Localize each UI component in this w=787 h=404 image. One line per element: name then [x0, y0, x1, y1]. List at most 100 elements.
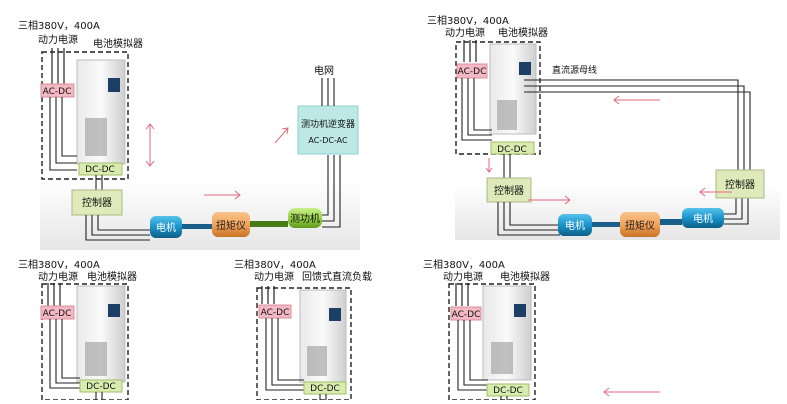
controller-block: [486, 177, 532, 203]
energy-arrow-down: [485, 158, 493, 173]
dc-dc-block: [78, 162, 123, 176]
ac-dc-block: [456, 63, 488, 79]
cabinet-dashed-box: [455, 41, 541, 155]
panel-4-regen-load: 三相380V，400A 动力电源 回馈式直流负载 AC-DC DC-DC: [234, 258, 372, 401]
supply-label: 三相380V，400A: [427, 14, 509, 27]
bus-wires: [49, 97, 77, 171]
bus-wires: [461, 78, 492, 141]
panel-2-dc-bus-loop: 三相380V，400A 动力电源 电池模拟器 AC-DC DC-DC 直流源母线…: [427, 14, 780, 240]
panel-3-battery-simulator: 三相380V，400A 动力电源 电池模拟器 AC-DC DC-DC: [18, 258, 137, 401]
regen-load-label: 回馈式直流负载: [302, 270, 372, 283]
energy-arrow: [204, 190, 241, 200]
dc-dc-text: DC-DC: [497, 145, 527, 155]
energy-arrow-back: [613, 95, 660, 105]
power-label: 动力电源: [445, 26, 485, 39]
energy-arrow-to-inverter: [274, 127, 289, 144]
dyno-inverter-text: 测功机逆变器: [301, 118, 355, 130]
power-label: 动力电源: [38, 33, 78, 46]
supply-label: 三相380V，400A: [18, 258, 100, 271]
power-wires: [261, 286, 275, 304]
power-wires: [463, 40, 477, 62]
ac-dc-block: [40, 305, 75, 320]
dc-dc-block: [490, 141, 535, 155]
dc-wires: [500, 396, 508, 400]
cabinet-vent: [85, 342, 107, 376]
power-label: 动力电源: [443, 270, 483, 283]
dyno-inverter-block: [297, 105, 359, 155]
torque-meter-block: [620, 212, 660, 237]
bus-wires: [265, 318, 304, 391]
dc-dc-block: [486, 383, 530, 397]
controller-text: 控制器: [494, 184, 524, 197]
cabinet-screen: [108, 304, 120, 317]
ac-dc-block: [450, 306, 482, 321]
shaft: [660, 219, 682, 225]
grid-wires: [321, 78, 335, 106]
power-label: 动力电源: [38, 270, 78, 283]
shaft: [592, 222, 620, 227]
supply-label: 三相380V，400A: [234, 258, 316, 271]
controller-2-text: 控制器: [725, 178, 755, 191]
controller-text: 控制器: [82, 196, 112, 209]
motor-block: [150, 216, 182, 238]
power-wires: [47, 283, 61, 306]
dc-dc-block: [303, 381, 347, 395]
battery-sim-label: 电池模拟器: [87, 270, 137, 283]
bus-wires: [49, 319, 80, 389]
cabinet-vent: [491, 342, 513, 374]
motor-text: 电机: [156, 221, 176, 234]
motor-wires: [497, 202, 560, 236]
torque-meter-text: 扭矩仪: [625, 219, 655, 232]
controller-2-block: [715, 169, 765, 199]
dc-wires: [319, 394, 327, 400]
panel-5-battery-simulator: 三相380V，400A 动力电源 电池模拟器 AC-DC DC-DC: [423, 258, 660, 401]
dc-bus-wires: [524, 79, 751, 175]
shaft: [250, 221, 288, 227]
dc-dc-text: DC-DC: [493, 386, 523, 396]
shaft: [182, 224, 212, 229]
dc-wires: [95, 175, 103, 190]
ac-dc-text: AC-DC: [458, 67, 487, 77]
cabinet-dashed-box: [41, 51, 129, 180]
dynamometer-block: [288, 208, 322, 228]
cabinet-vent: [497, 100, 517, 130]
battery-sim-label: 电池模拟器: [93, 37, 143, 50]
battery-sim-label: 电池模拟器: [500, 270, 550, 283]
energy-arrow-back-2: [699, 187, 732, 197]
motor-block: [558, 214, 592, 236]
cabinet-vent: [85, 118, 107, 156]
motor-2-block: [682, 208, 724, 228]
power-label: 动力电源: [254, 270, 294, 283]
dc-wires: [503, 154, 511, 178]
dc-bus-label: 直流源母线: [552, 64, 597, 76]
energy-arrow: [528, 195, 571, 205]
cabinet-screen: [329, 308, 341, 321]
grid-label: 电网: [314, 64, 334, 77]
power-wires: [51, 48, 65, 85]
controller-block: [71, 189, 123, 216]
dc-wires: [95, 392, 103, 400]
ac-dc-block: [40, 83, 75, 98]
power-wires: [455, 283, 469, 306]
energy-arrow-back: [603, 387, 660, 397]
supply-label: 三相380V，400A: [423, 258, 505, 271]
cabinet-screen: [519, 62, 531, 75]
dc-dc-text: DC-DC: [85, 165, 115, 175]
ac-dc-text: AC-DC: [43, 309, 72, 319]
motor-2-text: 电机: [693, 212, 713, 225]
cabinet-vent: [307, 346, 327, 376]
panel-1-battery-dyno-grid: 三相380V，400A 动力电源 电池模拟器 AC-DC DC-DC 控制器 电…: [18, 19, 360, 250]
motor-text: 电机: [565, 219, 585, 232]
torque-meter-block: [212, 212, 250, 237]
dc-dc-block: [79, 379, 123, 393]
ac-dc-ac-text: AC-DC-AC: [308, 136, 348, 145]
motor-wires: [85, 215, 150, 241]
dynamometer-text: 测功机: [290, 212, 320, 225]
ac-dc-block: [258, 304, 292, 319]
battery-sim-label: 电池模拟器: [498, 26, 548, 39]
cabinet-screen: [108, 78, 120, 92]
dc-dc-text: DC-DC: [86, 382, 116, 392]
dc-dc-text: DC-DC: [310, 384, 340, 394]
